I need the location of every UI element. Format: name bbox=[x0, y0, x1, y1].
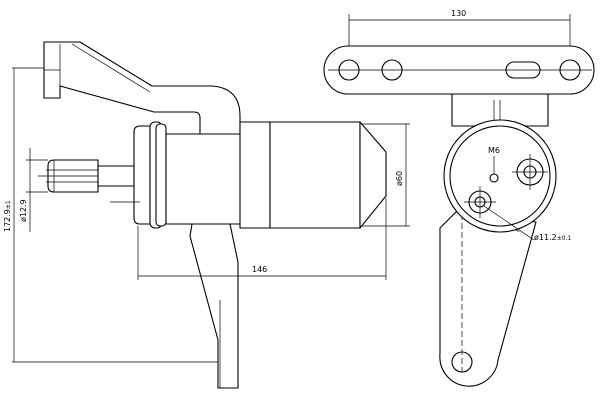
plate-hole-2 bbox=[381, 59, 403, 81]
overall-height-label: 172.9±1 bbox=[3, 200, 12, 232]
front-section bbox=[269, 121, 361, 229]
dim-tube-diameter: ø12.9 bbox=[19, 148, 48, 232]
flange-ring-inner bbox=[155, 123, 167, 227]
body-length-label: 146 bbox=[252, 265, 267, 274]
tube-diameter-label: ø12.9 bbox=[19, 199, 28, 222]
lower-arm bbox=[189, 223, 239, 389]
dim-overall-height: 172.9±1 bbox=[3, 67, 218, 363]
plate-hole-right bbox=[559, 59, 581, 81]
body-collar bbox=[239, 121, 271, 229]
body-diameter-label: ø60 bbox=[395, 171, 404, 186]
top-bracket bbox=[43, 41, 241, 135]
hole-spacing-label: 130 bbox=[451, 9, 466, 18]
mount-hole-label: ø11.2±0.1 bbox=[534, 233, 571, 242]
side-view: 172.9±1 ø12.9 ø60 146 bbox=[3, 41, 410, 389]
dim-body-length: 146 bbox=[137, 198, 387, 280]
inlet-tube bbox=[97, 165, 135, 187]
front-lower-arm bbox=[439, 211, 537, 387]
plate-slot bbox=[505, 61, 541, 79]
front-view: 130 M6 bbox=[323, 9, 595, 387]
pump-body-outer bbox=[443, 119, 557, 233]
conical-nose bbox=[359, 121, 387, 229]
rear-flange bbox=[133, 125, 151, 225]
main-body bbox=[165, 133, 243, 225]
port-lower bbox=[464, 186, 535, 241]
pump-body-inner bbox=[449, 125, 551, 227]
thread-label: M6 bbox=[488, 146, 500, 155]
port-right bbox=[512, 154, 548, 190]
plate-hole-left bbox=[338, 59, 360, 81]
